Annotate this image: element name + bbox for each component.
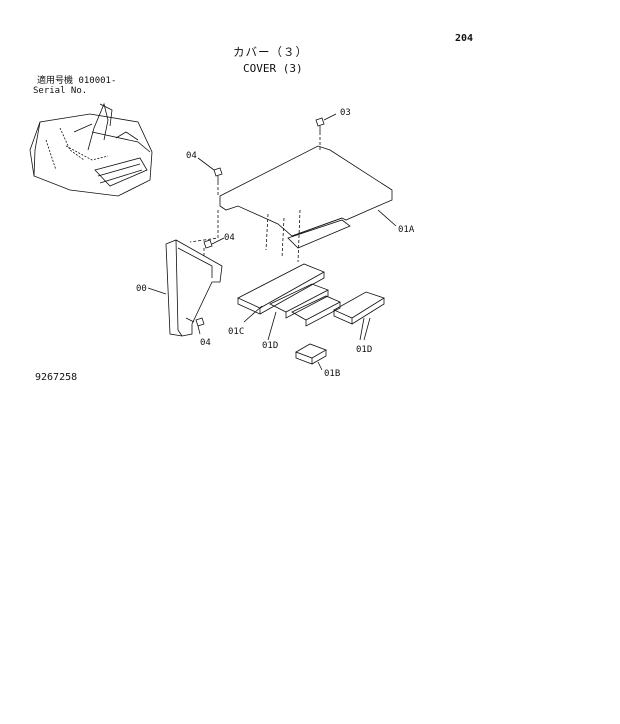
page-number: 204 [455,33,474,44]
callout-01D-left: 01D [262,341,278,351]
leader-lines [147,113,397,371]
excavator-thumbnail [29,102,153,197]
assembly-lines [189,132,321,263]
callout-01A: 01A [398,225,415,235]
bracket-00 [165,239,223,337]
callout-04-middle: 04 [224,233,235,243]
serial-label-en: Serial No. [33,86,88,96]
serial-value: 010001- [78,76,117,86]
floor-plate-01A [219,145,393,249]
serial-label-jp: 適用号機 [37,76,74,86]
callout-03: 03 [340,108,351,118]
drawing-number: 9267258 [35,372,78,383]
callout-01D-right: 01D [356,345,372,355]
bolt-icons [195,117,325,327]
callout-04-top: 04 [186,151,197,161]
title-japanese: カバー（３） [233,45,308,59]
callout-01B: 01B [324,369,340,379]
callout-01C: 01C [228,327,244,337]
mats [237,263,385,365]
callout-00: 00 [136,284,147,294]
serial-range: 適用号機 010001- [37,76,116,87]
title-english: COVER (3) [243,62,303,75]
callout-04-bottom: 04 [200,338,211,348]
